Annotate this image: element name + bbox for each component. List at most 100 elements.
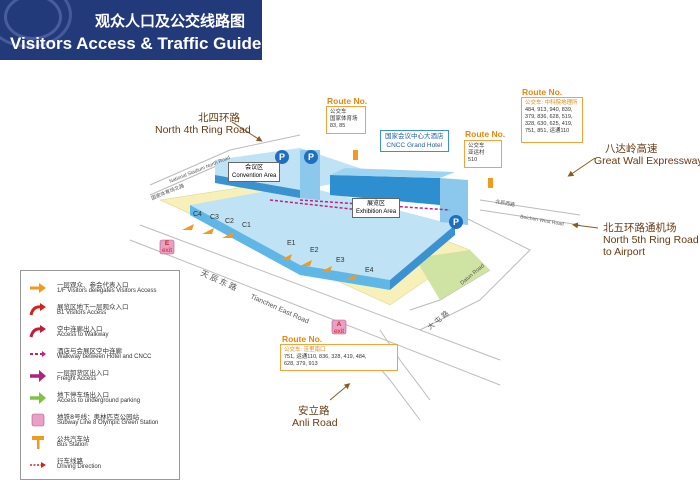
legend-en-1: 1/F Visitors delegates Visitors Access [57, 288, 157, 294]
exit-markers [159, 239, 347, 335]
legend: 一层观众、参会代表入口 1/F Visitors delegates Visit… [20, 270, 180, 480]
legend-cn-1: 一层观众、参会代表入口 [57, 281, 129, 289]
legend-en-3: Access to Walkway [57, 332, 109, 338]
road-badaling-cn: 八达岭高速 [605, 143, 658, 155]
road-north5-en2: to Airport [603, 246, 646, 258]
route-lines-3c: 328, 630, 625, 419, [525, 121, 573, 127]
exit-e-letter: E [165, 240, 170, 247]
driving-arrow-icon [30, 462, 46, 468]
title-en: Visitors Access & Traffic Guide [10, 34, 262, 53]
hall-c4: C4 [193, 211, 202, 218]
parking-label-1: P [279, 152, 285, 162]
route-lines-3d: 751, 851, 运通110 [525, 128, 570, 134]
legend-en-8: Bus Station [57, 442, 88, 448]
exit-e-label: exit [162, 247, 172, 254]
legend-en-2: B1 Visitors Access [57, 310, 107, 316]
exhibition-front [190, 205, 390, 290]
dashed-line-icon [30, 351, 46, 357]
bus-stop-icon [32, 436, 44, 449]
route-title-4: Route No. [282, 334, 323, 344]
route-stop-4: 公交车: 洼里南口 [284, 347, 326, 353]
legend-cn-5: 一层卸货区出入口 [57, 369, 109, 377]
route-lines-4b: 628, 379, 913 [284, 361, 318, 367]
hotel-top [330, 168, 455, 178]
exhibition-cn: 展览区 [367, 201, 386, 207]
green-lawn [415, 250, 490, 300]
legend-en-7: Subway Line 8 Olympic Green Station [57, 420, 159, 426]
route-stop2-2: 亚运村 [468, 150, 485, 156]
route-title-3: Route No. [522, 87, 563, 97]
hall-e3: E3 [336, 257, 345, 264]
route-title-1: Route No. [327, 96, 368, 106]
orange-arrow-icon [30, 283, 46, 293]
parking-markers [275, 150, 463, 229]
logo-inner [4, 0, 62, 40]
visitor-access-arrows [182, 224, 357, 280]
route-lines-3b: 379, 836, 628, 519, [525, 114, 573, 120]
road-anli-en: Anli Road [292, 417, 338, 429]
hall-e1: E1 [287, 240, 296, 247]
route-lines-1: 83, 85 [330, 123, 346, 129]
route-stop2-1: 国家体育场 [330, 116, 358, 122]
legend-cn-9: 行车线路 [57, 457, 83, 465]
hotel-en: CNCC Grand Hotel [386, 142, 443, 149]
exhibition-side [390, 225, 455, 290]
route-stop-1: 公交车 [330, 109, 347, 115]
legend-cn-2: 展览区地下一层观众入口 [57, 303, 129, 311]
hall-e4: E4 [365, 267, 374, 274]
convention-area-label: 会议区 Convention Area [228, 162, 281, 182]
exit-a-label: exit [334, 328, 344, 335]
legend-cn-6: 地下停车场出入口 [57, 391, 109, 399]
parking-label-2: P [308, 152, 314, 162]
legend-cn-4: 酒店与会展区空中连廊 [57, 347, 122, 355]
route-stop-2: 公交车 [468, 143, 485, 149]
route-box-2: 公交车 亚运村 510 [464, 140, 502, 168]
route-title-2: Route No. [465, 129, 506, 139]
legend-en-6: Access to underground parking [57, 398, 141, 404]
page-header: 观众人口及公交线路图 Visitors Access & Traffic Gui… [0, 0, 262, 60]
road-north5-cn: 北五环路通机场 [603, 222, 677, 234]
subway-icon [31, 413, 45, 427]
hotel-cn: 国家会议中心大酒店 [385, 133, 444, 140]
parking-label-3: P [453, 217, 459, 227]
hotel-label: 国家会议中心大酒店 CNCC Grand Hotel [380, 130, 449, 152]
route-box-3: 公交车: 中科院地理所 484, 913, 940, 839, 379, 836… [521, 97, 583, 143]
route-lines-3a: 484, 913, 940, 839, [525, 107, 573, 113]
road-north4-en: North 4th Ring Road [155, 124, 251, 136]
route-stop-3: 公交车: 中科院地理所 [525, 100, 578, 106]
legend-en-9: Driving Direction [57, 464, 102, 470]
hall-c3: C3 [210, 214, 219, 221]
legend-en-4: Walkway between Hotel and CNCC [57, 354, 152, 360]
route-box-1: 公交车 国家体育场 83, 85 [326, 106, 366, 134]
legend-cn-8: 公共汽车站 [57, 435, 90, 443]
legend-cn-7: 地铁8号线：奥林匹克公园站 [57, 413, 140, 421]
hall-c1: C1 [242, 222, 251, 229]
convention-walkway [269, 199, 361, 211]
road-north5-en: North 5th Ring Road [603, 234, 699, 246]
convention-cn: 会议区 [245, 165, 264, 171]
hall-e2: E2 [310, 247, 319, 254]
route-lines-2: 510 [468, 157, 478, 163]
legend-cn-3: 空中连廊出入口 [57, 325, 103, 333]
exhibition-en: Exhibition Area [356, 209, 397, 215]
legend-en-5: Freight Access [57, 376, 97, 382]
green-arrow-icon [30, 392, 46, 404]
tower-right [440, 178, 468, 225]
convention-en: Convention Area [232, 173, 277, 179]
road-beichen-en: Beichen West Road [520, 214, 565, 228]
title-cn: 观众人口及公交线路图 [95, 12, 246, 30]
road-network [129, 134, 581, 421]
hall-c2: C2 [225, 218, 234, 225]
purple-arrow-icon [30, 370, 46, 382]
road-anli-cn: 安立路 [298, 405, 330, 417]
exhibition-area-label: 展览区 Exhibition Area [352, 198, 401, 218]
walkway-arrow-icon [29, 325, 46, 338]
road-beichen-cn: 北辰西路 [495, 198, 516, 208]
hotel-block [330, 175, 440, 205]
route-box-4: 公交车: 洼里南口 751, 运通110, 836, 328, 419, 484… [280, 344, 398, 371]
road-datun-cn: 大 屯 路 [426, 309, 451, 332]
road-badaling-en: Great Wall Expressway [594, 155, 700, 167]
route-lines-4a: 751, 运通110, 836, 328, 419, 484, [284, 354, 367, 360]
road-north4-cn: 北四环路 [198, 112, 240, 124]
